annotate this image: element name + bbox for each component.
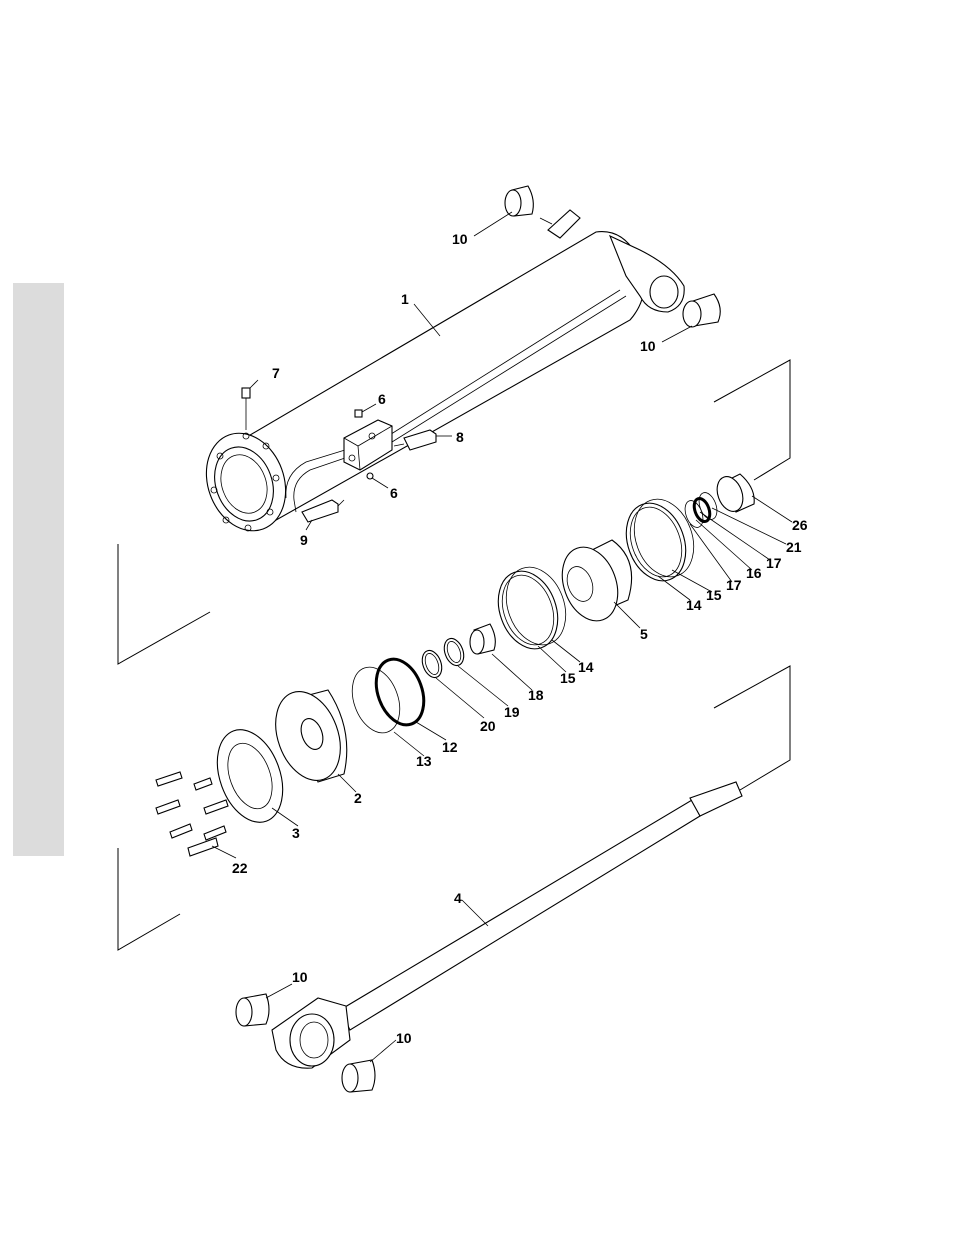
callout-20: 20 bbox=[480, 718, 496, 734]
callout-10-right: 10 bbox=[640, 338, 656, 354]
callout-3: 3 bbox=[292, 825, 300, 841]
callout-12: 12 bbox=[442, 739, 458, 755]
callout-13: 13 bbox=[416, 753, 432, 769]
callout-6-bottom: 6 bbox=[390, 485, 398, 501]
callout-19: 19 bbox=[504, 704, 520, 720]
callout-5: 5 bbox=[640, 626, 648, 642]
callout-14-b: 14 bbox=[578, 659, 594, 675]
callout-21: 21 bbox=[786, 539, 802, 555]
callout-10-rod-right: 10 bbox=[396, 1030, 412, 1046]
callout-6-top: 6 bbox=[378, 391, 386, 407]
callout-15-a: 15 bbox=[706, 587, 722, 603]
callout-17-b: 17 bbox=[726, 577, 742, 593]
callout-10-rod-left: 10 bbox=[292, 969, 308, 985]
callout-8: 8 bbox=[456, 429, 464, 445]
callout-18: 18 bbox=[528, 687, 544, 703]
callout-17-a: 17 bbox=[766, 555, 782, 571]
callout-26: 26 bbox=[792, 517, 808, 533]
callout-10-top: 10 bbox=[452, 231, 468, 247]
callout-15-b: 15 bbox=[560, 670, 576, 686]
callout-2: 2 bbox=[354, 790, 362, 806]
callout-22: 22 bbox=[232, 860, 248, 876]
callout-7: 7 bbox=[272, 365, 280, 381]
cylinder-barrel bbox=[193, 210, 684, 542]
callout-14-a: 14 bbox=[686, 597, 702, 613]
callout-1: 1 bbox=[401, 291, 409, 307]
callout-9: 9 bbox=[300, 532, 308, 548]
piston-rod bbox=[272, 782, 742, 1068]
callout-4: 4 bbox=[454, 890, 462, 906]
callout-16: 16 bbox=[746, 565, 762, 581]
